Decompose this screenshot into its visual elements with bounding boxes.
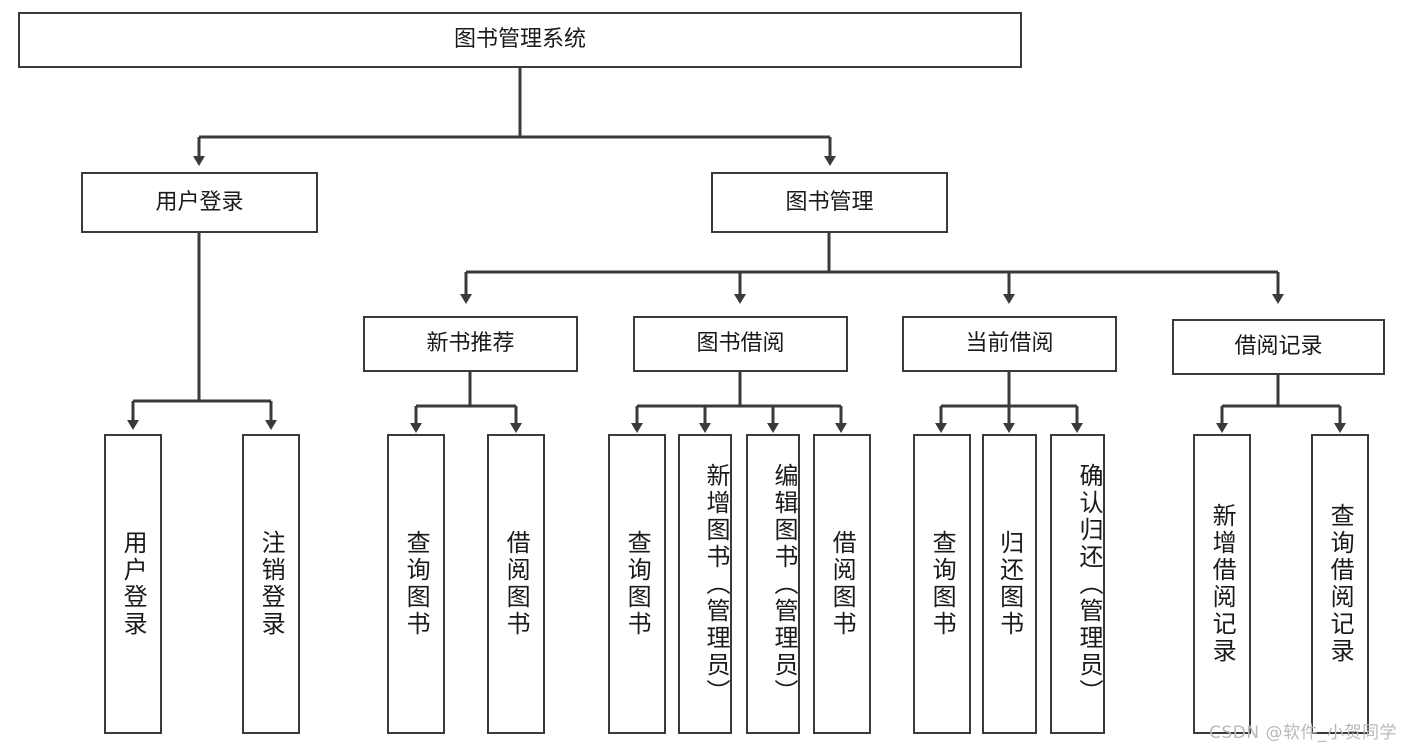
leaf-logout[interactable]: 注销登录 xyxy=(242,434,300,734)
node-label: 图书管理系统 xyxy=(453,27,586,53)
leaf-edit-book-admin[interactable]: 编辑图书（管理员） xyxy=(746,434,800,734)
node-label: 查询图书 xyxy=(623,530,652,638)
leaf-add-book-admin[interactable]: 新增图书（管理员） xyxy=(678,434,732,734)
node-label: 查询借阅记录 xyxy=(1326,503,1355,665)
node-label: 新增借阅记录 xyxy=(1208,503,1237,665)
leaf-query-borrow-record[interactable]: 查询借阅记录 xyxy=(1311,434,1369,734)
node-label: 编辑图书（管理员） xyxy=(770,462,798,706)
leaf-borrow-book[interactable]: 借阅图书 xyxy=(813,434,871,734)
node-label: 确认归还（管理员） xyxy=(1075,462,1103,706)
node-current-borrow[interactable]: 当前借阅 xyxy=(902,316,1117,372)
node-label: 当前借阅 xyxy=(965,331,1054,357)
node-user-login[interactable]: 用户登录 xyxy=(81,172,318,233)
node-label: 查询图书 xyxy=(928,530,957,638)
node-label: 图书管理 xyxy=(785,189,874,215)
node-book-borrow[interactable]: 图书借阅 xyxy=(633,316,848,372)
node-label: 新增图书（管理员） xyxy=(702,462,730,706)
node-label: 借阅图书 xyxy=(502,530,531,638)
node-label: 查询图书 xyxy=(402,530,431,638)
leaf-user-login[interactable]: 用户登录 xyxy=(104,434,162,734)
leaf-query-book-recommend[interactable]: 查询图书 xyxy=(387,434,445,734)
node-label: 用户登录 xyxy=(119,530,148,638)
node-book-management[interactable]: 图书管理 xyxy=(711,172,948,233)
node-label: 用户登录 xyxy=(155,189,244,215)
node-label: 注销登录 xyxy=(257,530,286,638)
node-label: 新书推荐 xyxy=(426,331,515,357)
node-label: 归还图书 xyxy=(995,530,1024,638)
leaf-confirm-return-admin[interactable]: 确认归还（管理员） xyxy=(1050,434,1105,734)
leaf-query-book-current[interactable]: 查询图书 xyxy=(913,434,971,734)
node-label: 借阅图书 xyxy=(828,530,857,638)
leaf-query-book-borrow[interactable]: 查询图书 xyxy=(608,434,666,734)
csdn-watermark: CSDN @软件_小贺同学 xyxy=(1209,723,1397,743)
leaf-add-borrow-record[interactable]: 新增借阅记录 xyxy=(1193,434,1251,734)
node-label: 借阅记录 xyxy=(1234,334,1323,360)
leaf-borrow-book-recommend[interactable]: 借阅图书 xyxy=(487,434,545,734)
node-label: 图书借阅 xyxy=(696,331,785,357)
node-borrow-record[interactable]: 借阅记录 xyxy=(1172,319,1385,375)
node-new-book-recommend[interactable]: 新书推荐 xyxy=(363,316,578,372)
node-root-book-management-system[interactable]: 图书管理系统 xyxy=(18,12,1022,68)
leaf-return-book[interactable]: 归还图书 xyxy=(982,434,1037,734)
